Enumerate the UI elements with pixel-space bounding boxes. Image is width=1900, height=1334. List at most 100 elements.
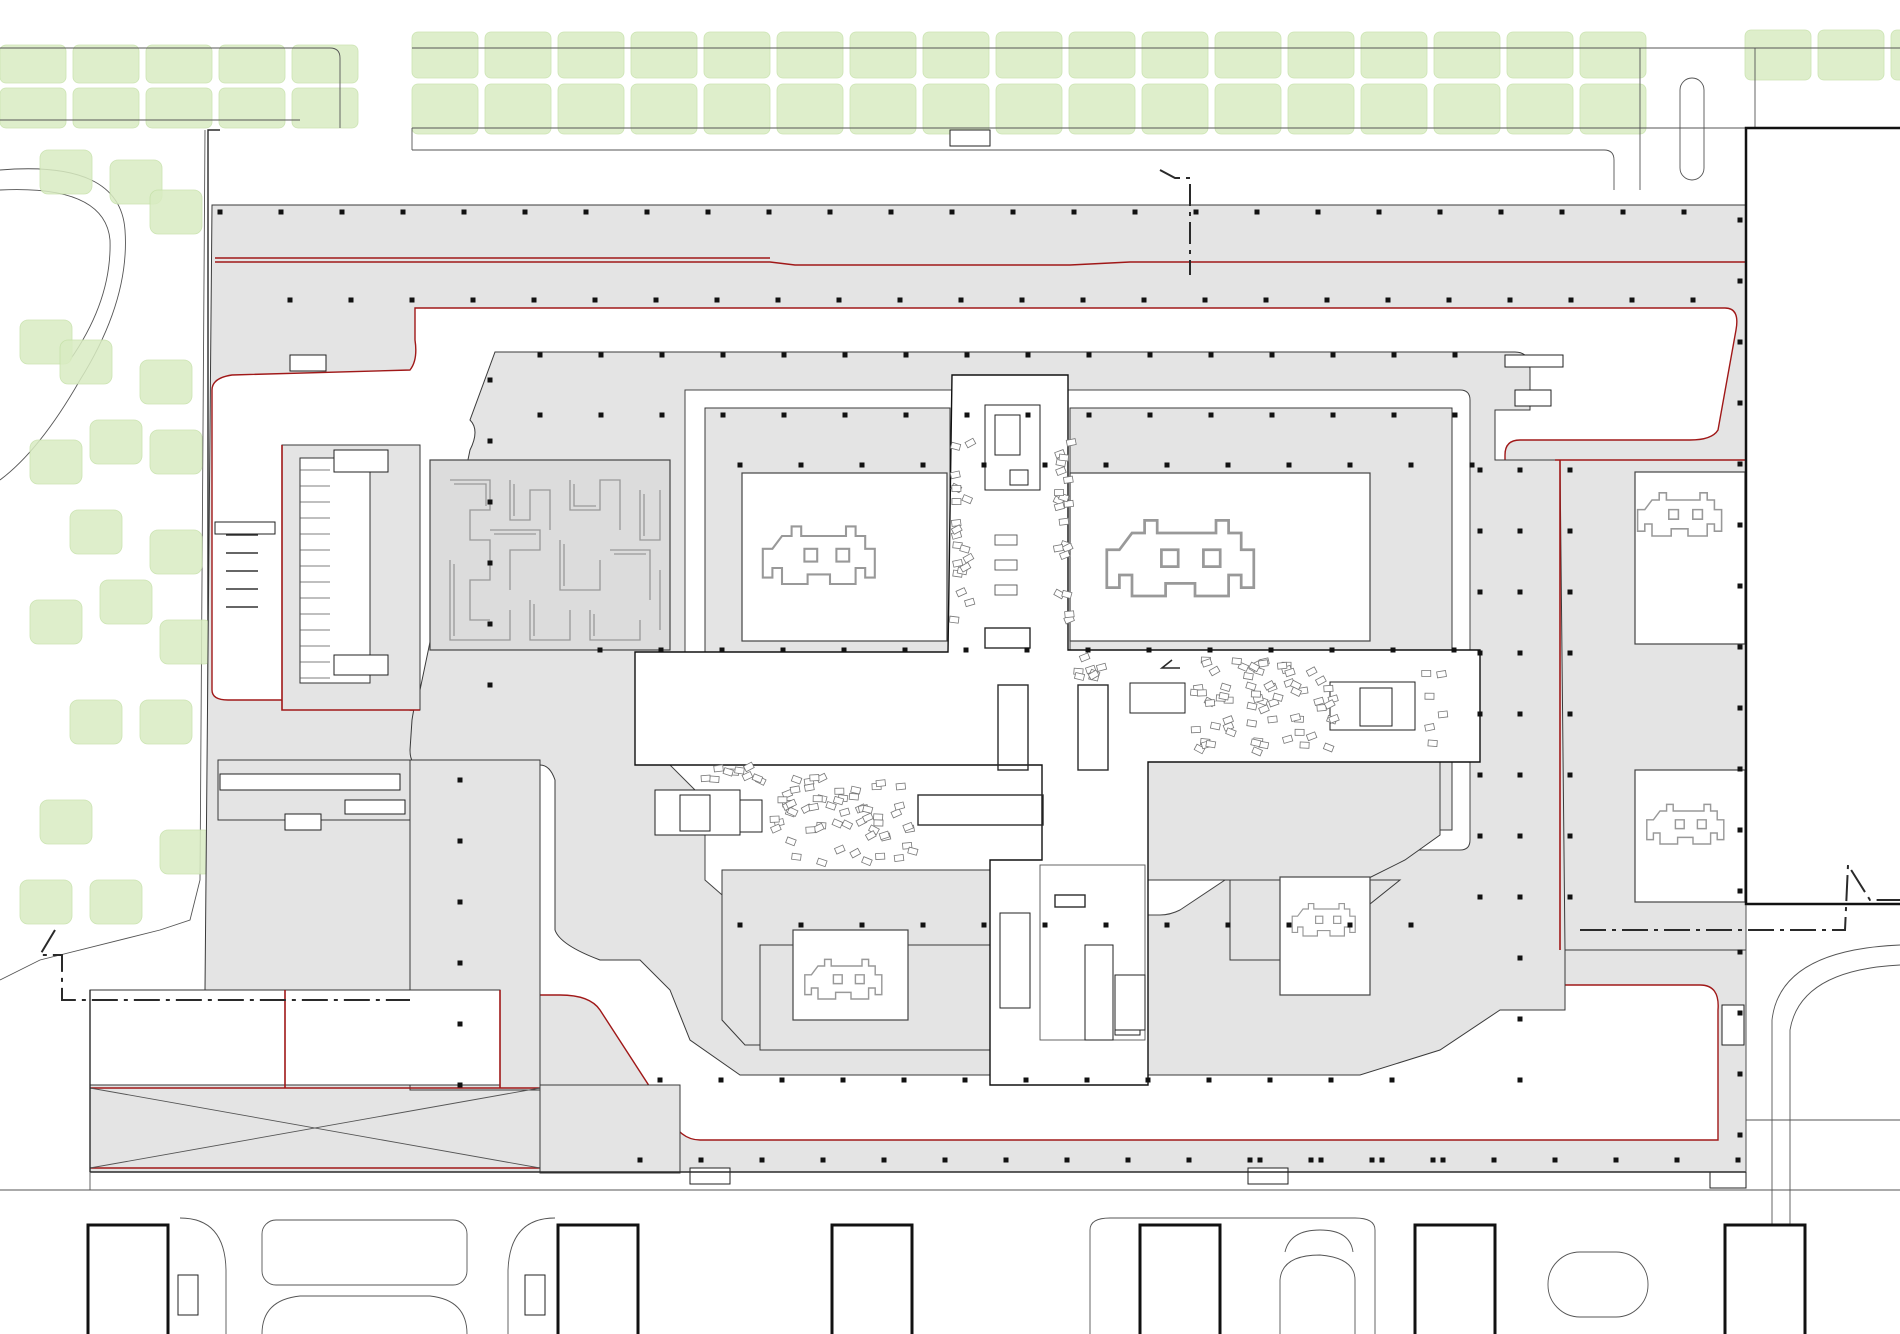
column (964, 352, 970, 358)
column (859, 462, 865, 468)
column (1452, 412, 1458, 418)
column (842, 412, 848, 418)
furniture-item (734, 766, 745, 775)
furniture-item (1055, 466, 1067, 477)
furniture-item (1059, 550, 1071, 560)
tree-icon (89, 419, 143, 465)
furniture-item (875, 779, 887, 788)
furniture-item (790, 774, 803, 785)
core-west (654, 789, 763, 836)
column (781, 352, 787, 358)
furniture-item (895, 782, 907, 791)
column (1025, 352, 1031, 358)
space-invader-icon (1636, 492, 1723, 537)
column (981, 922, 987, 928)
furniture-item (1314, 675, 1327, 686)
furniture-item (741, 770, 754, 782)
tree-icon (1287, 83, 1355, 135)
column (487, 438, 493, 444)
furniture-item (1246, 719, 1258, 728)
column (1517, 650, 1523, 656)
column (1568, 297, 1574, 303)
column (1567, 589, 1573, 595)
furniture-item (1209, 721, 1221, 731)
tree-icon (995, 83, 1063, 135)
tree-icon (139, 359, 193, 405)
furniture-item (785, 836, 797, 847)
courtyard-south-left (792, 929, 909, 1021)
furniture-item (949, 441, 962, 451)
furniture-item (1219, 682, 1232, 693)
furniture-item (812, 795, 823, 803)
furniture-item (964, 437, 977, 449)
tree-icon (776, 31, 844, 79)
column (1517, 1077, 1523, 1083)
column (1440, 1157, 1446, 1163)
tree-icon (411, 83, 479, 135)
furniture-item (1289, 713, 1302, 723)
column (1084, 1077, 1090, 1083)
furniture-item (878, 830, 891, 841)
column (644, 209, 650, 215)
column (775, 297, 781, 303)
furniture-item (948, 615, 960, 624)
column (901, 1077, 907, 1083)
column (1737, 766, 1743, 772)
furniture-item (789, 785, 801, 794)
furniture-item (1073, 672, 1086, 681)
tree-icon (1506, 31, 1574, 79)
furniture-item (1062, 475, 1074, 484)
column (1491, 1157, 1497, 1163)
tree-icon (1068, 31, 1136, 79)
furniture-item (1436, 670, 1447, 679)
furniture-item (873, 819, 884, 827)
tree-icon (1433, 83, 1501, 135)
furniture-item (1061, 542, 1074, 553)
column (1408, 462, 1414, 468)
column (902, 647, 908, 653)
column (798, 462, 804, 468)
column (1247, 1157, 1253, 1163)
neighbor-building (556, 1223, 640, 1334)
furniture-item (1078, 652, 1091, 663)
column (598, 352, 604, 358)
column (1329, 647, 1335, 653)
furniture-item (1058, 453, 1070, 462)
furniture-item (833, 844, 846, 855)
tree-icon (1744, 29, 1812, 81)
column (759, 1157, 765, 1163)
column (820, 1157, 826, 1163)
column (1737, 949, 1743, 955)
tree-icon (39, 149, 93, 195)
column (981, 462, 987, 468)
column (1019, 297, 1025, 303)
column (705, 209, 711, 215)
tree-icon (72, 44, 140, 84)
furniture-item (1427, 739, 1438, 747)
column (779, 1077, 785, 1083)
column (1042, 462, 1048, 468)
core-north (984, 404, 1041, 491)
column (840, 1077, 846, 1083)
courtyard-north-left (741, 472, 948, 642)
column (1286, 922, 1292, 928)
column (903, 352, 909, 358)
column (836, 297, 842, 303)
column (1147, 412, 1153, 418)
tree-icon (849, 83, 917, 135)
tree-icon (99, 579, 153, 625)
furniture-item (864, 830, 877, 841)
furniture-item (1225, 727, 1237, 738)
furniture-item (834, 787, 845, 795)
furniture-item (861, 856, 873, 867)
column (1024, 647, 1030, 653)
column (1517, 894, 1523, 900)
column (1263, 297, 1269, 303)
section-mark-north (1159, 169, 1191, 275)
column (888, 209, 894, 215)
column (780, 647, 786, 653)
furniture-item (862, 804, 874, 814)
column (1206, 1077, 1212, 1083)
column (1146, 647, 1152, 653)
